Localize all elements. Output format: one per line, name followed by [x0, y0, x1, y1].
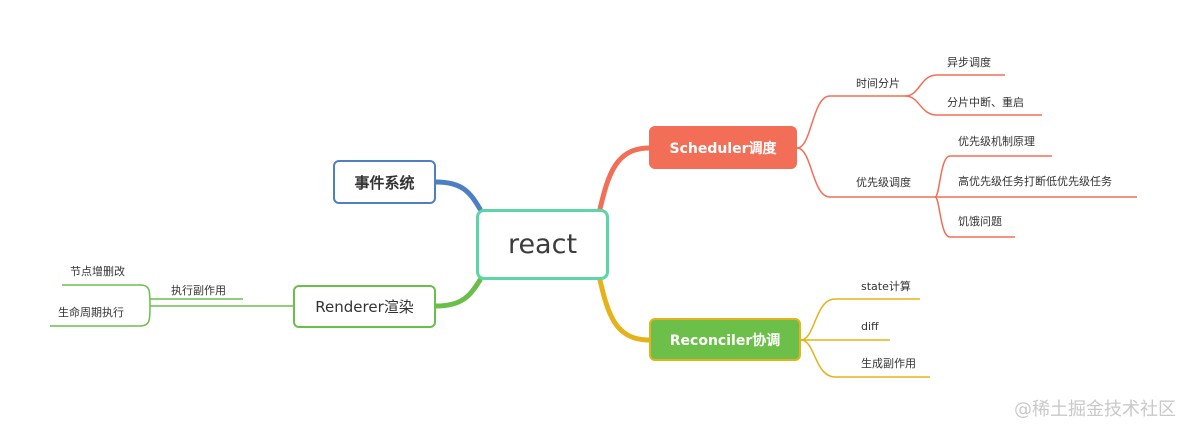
- reconciler-leaf-3[interactable]: 生成副作用: [861, 357, 916, 370]
- connector-scheduler-leaf-2: [904, 95, 1042, 116]
- scheduler-leaf-5[interactable]: 饥饿问题: [958, 215, 1002, 228]
- connector-events: [433, 179, 483, 212]
- connector-scheduler-group-1: [796, 95, 905, 149]
- reconciler-leaf-2[interactable]: diff: [861, 320, 879, 333]
- scheduler-leaf-3[interactable]: 优先级机制原理: [958, 135, 1035, 148]
- scheduler-node[interactable]: Scheduler调度: [649, 126, 797, 169]
- connector-scheduler: [597, 145, 652, 212]
- connector-reconciler-leaf-1: [800, 298, 920, 341]
- scheduler-leaf-4[interactable]: 高优先级任务打断低优先级任务: [958, 175, 1112, 188]
- scheduler-leaf-2[interactable]: 分片中断、重启: [947, 96, 1024, 109]
- watermark: @稀土掘金技术社区: [1014, 399, 1176, 420]
- connector-scheduler-leaf-1: [904, 74, 1005, 97]
- scheduler-group-1-label[interactable]: 时间分片: [856, 77, 900, 90]
- connector-reconciler-leaf-3: [800, 339, 930, 378]
- events-node[interactable]: 事件系统: [333, 160, 436, 204]
- connector-scheduler-group-2: [796, 147, 935, 198]
- root-node[interactable]: react: [476, 209, 609, 280]
- reconciler-node[interactable]: Reconciler协调: [649, 318, 801, 361]
- connector-reconciler: [597, 277, 652, 343]
- scheduler-leaf-1[interactable]: 异步调度: [947, 56, 991, 69]
- reconciler-leaf-1[interactable]: state计算: [861, 280, 911, 293]
- connector-renderer-leaf-1: [62, 284, 151, 307]
- renderer-leaf-2[interactable]: 生命周期执行: [58, 306, 124, 319]
- connector-scheduler-leaf-3: [934, 155, 1052, 198]
- renderer-node[interactable]: Renderer渲染: [293, 285, 436, 328]
- scheduler-group-2-label[interactable]: 优先级调度: [856, 176, 911, 189]
- connector-scheduler-leaf-5: [934, 196, 1015, 238]
- renderer-child-label[interactable]: 执行副作用: [171, 284, 226, 297]
- connector-renderer-leaf-2: [50, 305, 151, 327]
- connector-renderer: [433, 277, 483, 309]
- renderer-leaf-1[interactable]: 节点增删改: [70, 265, 125, 278]
